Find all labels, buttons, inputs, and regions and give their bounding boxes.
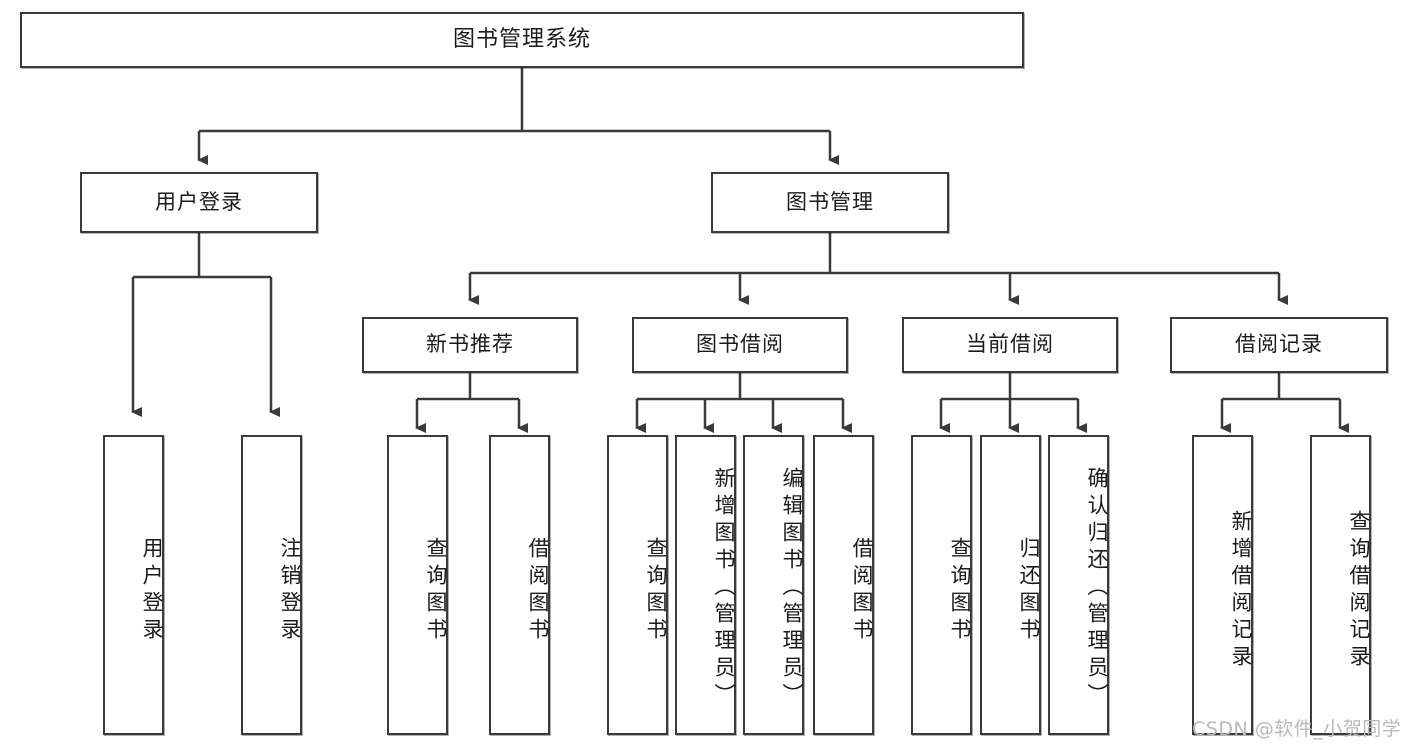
leaf-record-query-record[interactable]: 查询借阅记录 [1310,435,1371,735]
node-label: 查询借阅记录 [1347,510,1371,672]
node-label: 图书管理 [786,189,874,214]
node-book-management[interactable]: 图书管理 [711,172,949,233]
node-label: 查询图书 [424,537,448,645]
leaf-user-login-login[interactable]: 用户登录 [103,435,164,735]
node-new-book-recommend[interactable]: 新书推荐 [362,317,578,373]
leaf-current-return-book[interactable]: 归还图书 [980,435,1041,735]
node-borrow-record[interactable]: 借阅记录 [1170,317,1388,373]
node-label: 借阅图书 [850,537,874,645]
watermark-text: CSDN @软件_小贺同学 [1192,718,1402,740]
node-label: 用户登录 [140,537,164,645]
node-label: 用户登录 [155,189,243,214]
leaf-current-query-book[interactable]: 查询图书 [911,435,972,735]
node-label: 新书推荐 [426,332,514,357]
node-label: 归还图书 [1017,537,1041,645]
node-label: 查询图书 [644,537,668,645]
node-label: 确认归还（管理员） [1085,466,1109,710]
node-book-borrow[interactable]: 图书借阅 [632,317,848,373]
leaf-borrow-query-book[interactable]: 查询图书 [607,435,668,735]
node-label: 编辑图书（管理员） [780,466,804,710]
node-root-system[interactable]: 图书管理系统 [20,12,1024,68]
node-label: 注销登录 [278,537,302,645]
leaf-borrow-edit-book-admin[interactable]: 编辑图书（管理员） [743,435,804,735]
leaf-user-login-logout[interactable]: 注销登录 [241,435,302,735]
node-current-borrow[interactable]: 当前借阅 [902,317,1118,373]
leaf-borrow-add-book-admin[interactable]: 新增图书（管理员） [675,435,736,735]
leaf-current-confirm-return-admin[interactable]: 确认归还（管理员） [1048,435,1109,735]
leaf-record-add-record[interactable]: 新增借阅记录 [1192,435,1253,735]
node-label: 图书借阅 [696,332,784,357]
leaf-borrow-borrow-book[interactable]: 借阅图书 [813,435,874,735]
node-label: 图书管理系统 [452,26,591,52]
node-label: 新增图书（管理员） [712,466,736,710]
node-label: 借阅图书 [526,537,550,645]
node-user-login[interactable]: 用户登录 [80,172,318,233]
leaf-recommend-borrow-book[interactable]: 借阅图书 [489,435,550,735]
leaf-recommend-query-book[interactable]: 查询图书 [387,435,448,735]
node-label: 借阅记录 [1235,332,1323,357]
node-label: 当前借阅 [966,332,1054,357]
node-label: 新增借阅记录 [1229,510,1253,672]
node-label: 查询图书 [948,537,972,645]
